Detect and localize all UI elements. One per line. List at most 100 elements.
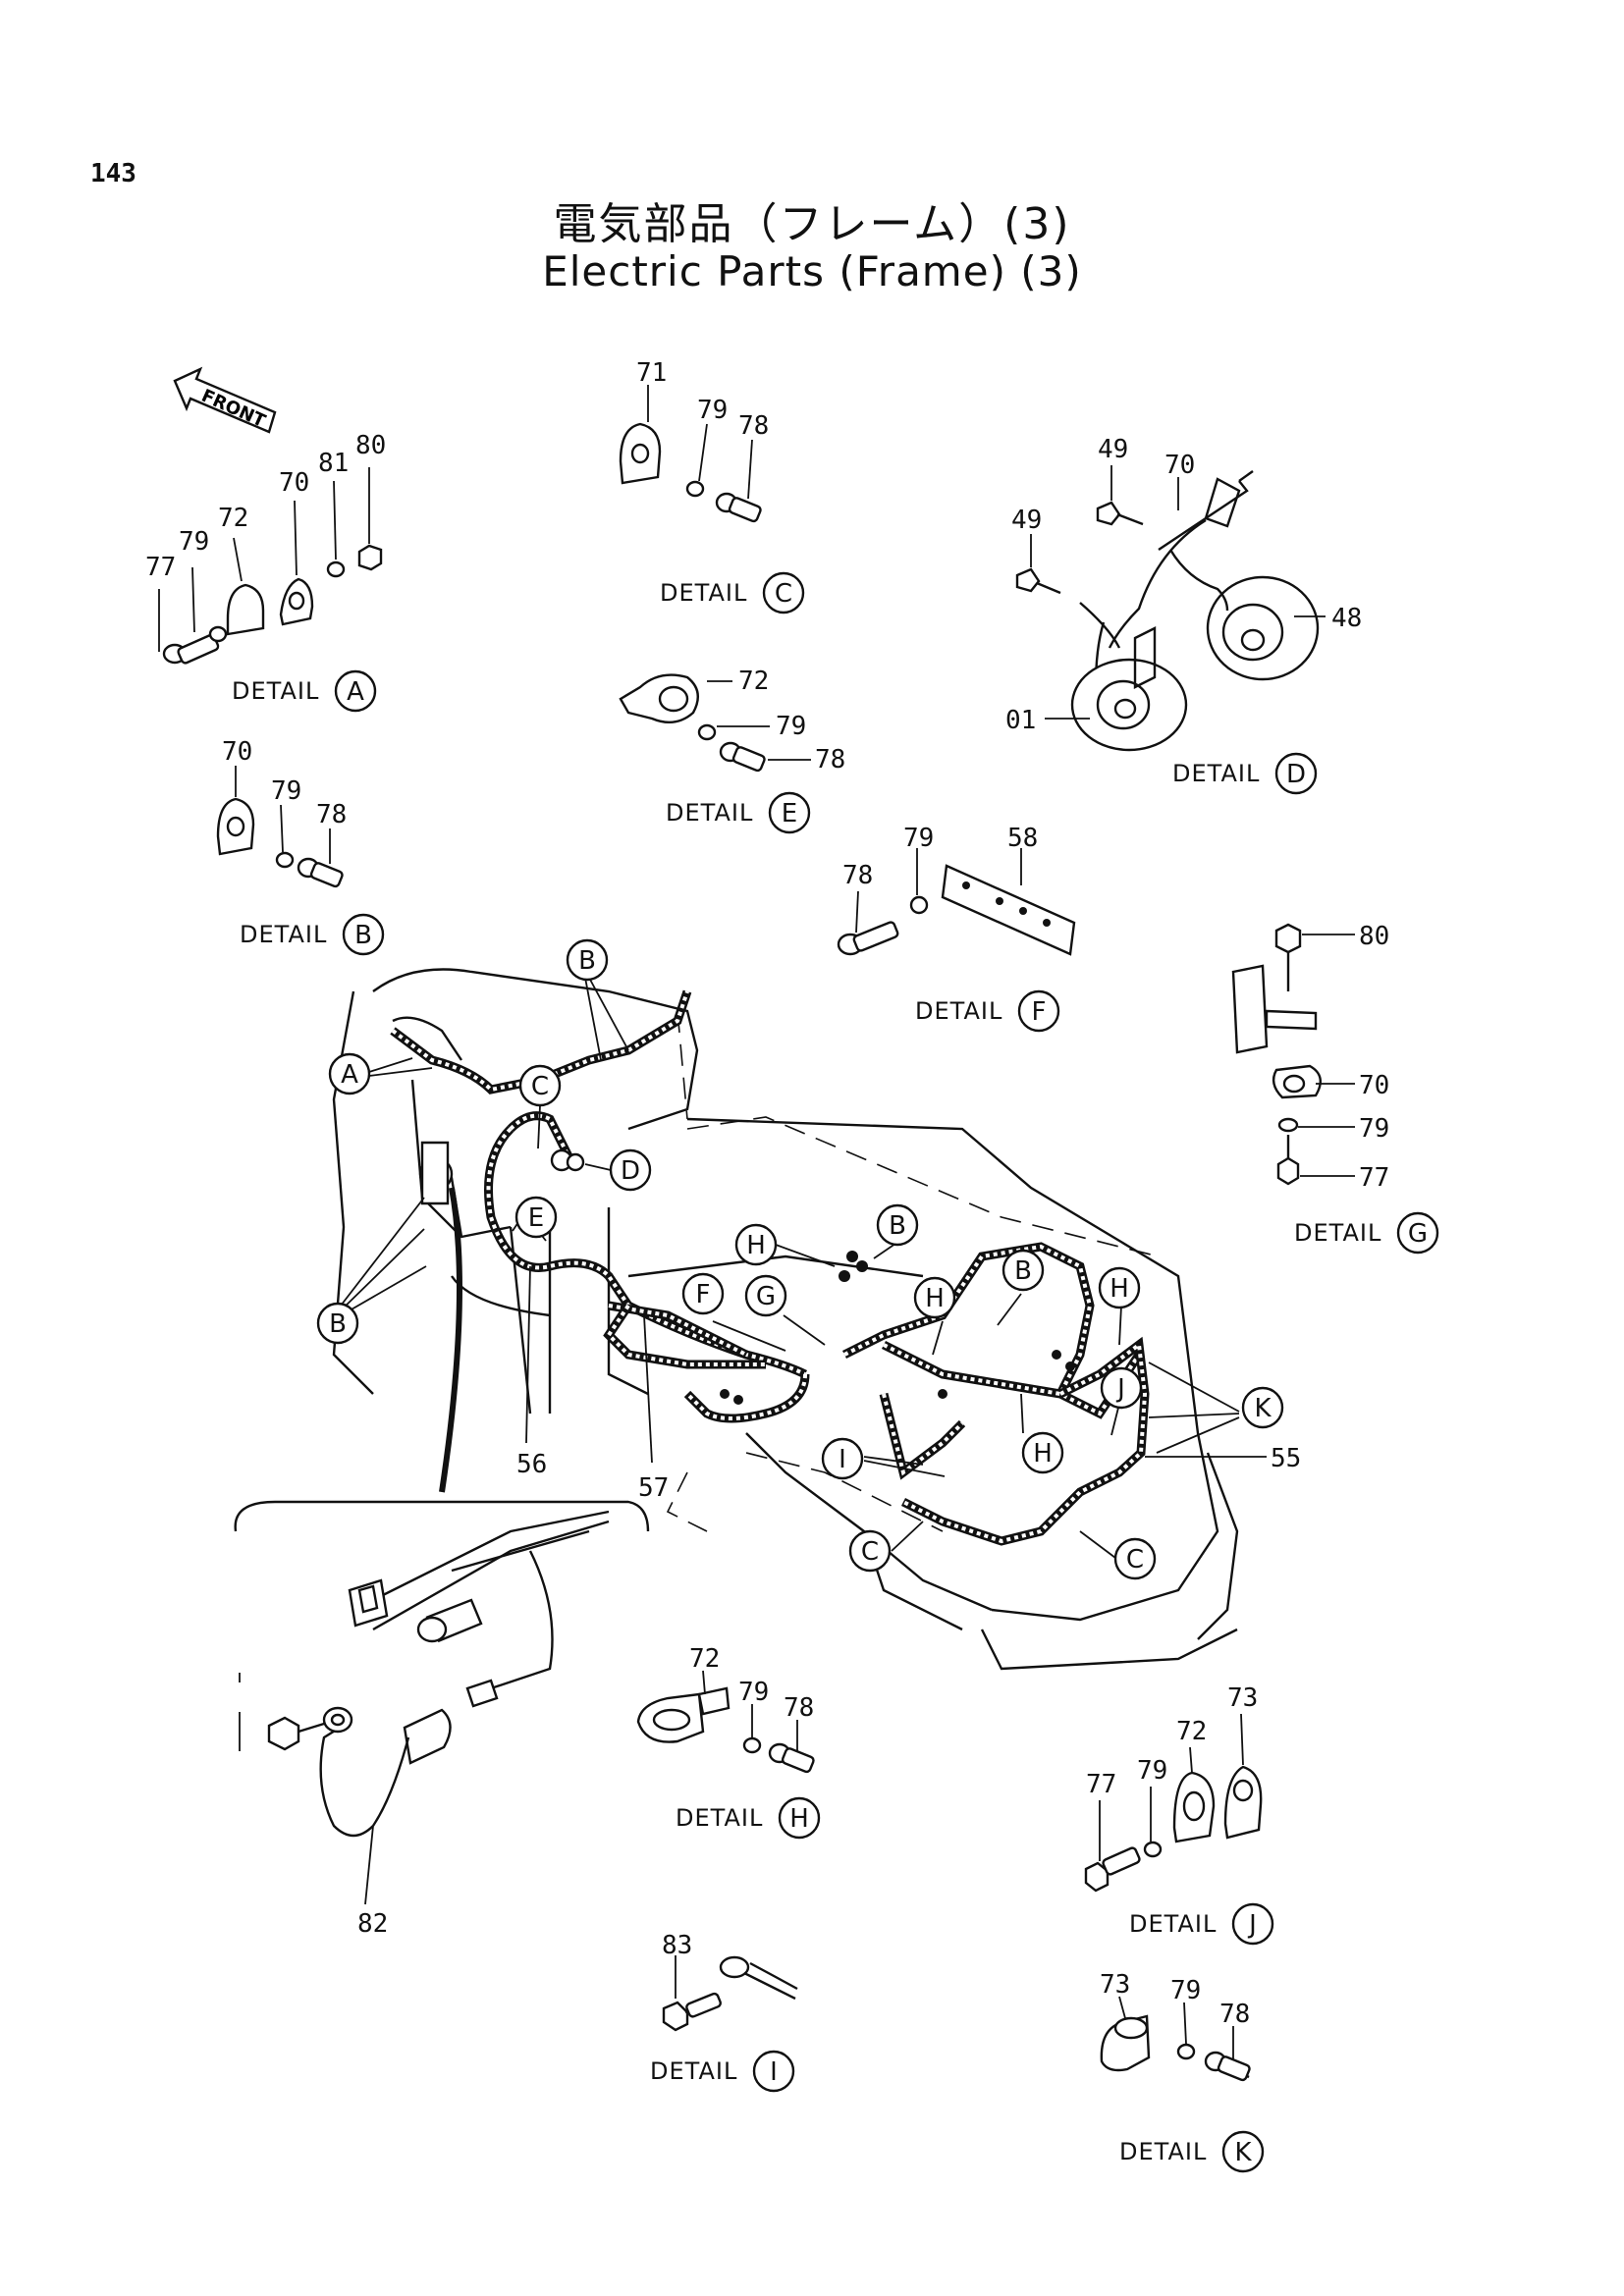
detail-label: DETAIL xyxy=(915,997,1002,1025)
part-number: 77 xyxy=(1086,1770,1116,1799)
detail-c-drawing xyxy=(619,385,762,523)
detail-label: DETAIL xyxy=(1119,2138,1207,2165)
detail-letter-c: C xyxy=(775,579,792,609)
part-number: 79 xyxy=(1359,1114,1389,1144)
detail-letter-a: A xyxy=(347,677,364,707)
detail-letter-d: D xyxy=(1286,760,1306,789)
detail-letter-j: J xyxy=(1247,1910,1257,1940)
detail-label: DETAIL xyxy=(240,921,327,948)
part-number: 79 xyxy=(1170,1976,1201,2005)
detail-letter-f: F xyxy=(1032,997,1047,1027)
part-number: 80 xyxy=(355,431,386,460)
part-number: 78 xyxy=(784,1693,814,1723)
detail-label: DETAIL xyxy=(666,799,753,827)
callout-f: F xyxy=(696,1280,711,1309)
page-title-english: Electric Parts (Frame) (3) xyxy=(542,247,1082,295)
part-number: 72 xyxy=(738,667,769,696)
front-label: FRONT xyxy=(198,386,269,432)
detail-label: DETAIL xyxy=(676,1804,763,1832)
part-number: 57 xyxy=(638,1473,669,1503)
part-number: 48 xyxy=(1331,604,1362,633)
callout-c: C xyxy=(861,1537,879,1567)
detail-a-drawing xyxy=(158,467,383,665)
detail-letter-k: K xyxy=(1234,2138,1252,2167)
callout-k: K xyxy=(1254,1394,1272,1423)
part-number: 79 xyxy=(776,712,806,741)
page-number: 143 xyxy=(90,159,136,188)
part-number: 78 xyxy=(842,861,873,890)
detail-label: DETAIL xyxy=(1294,1219,1381,1247)
callout-b: B xyxy=(889,1211,906,1241)
part-number: 78 xyxy=(316,800,347,829)
part-number: 73 xyxy=(1100,1970,1130,2000)
callout-d: D xyxy=(621,1156,640,1186)
part-number: 78 xyxy=(738,411,769,441)
part-number: 79 xyxy=(903,824,934,853)
part-number: 77 xyxy=(1359,1163,1389,1193)
detail-letter-g: G xyxy=(1408,1219,1428,1249)
detail-label: DETAIL xyxy=(650,2057,737,2085)
detail-i-drawing xyxy=(662,1955,798,2032)
part-number: 72 xyxy=(1176,1717,1207,1746)
part-number: 82 xyxy=(357,1909,388,1939)
part-number: 56 xyxy=(516,1450,547,1479)
detail-f-drawing xyxy=(837,848,1076,956)
part-number: 70 xyxy=(1359,1071,1389,1100)
part-number: 58 xyxy=(1007,824,1038,853)
part-number: 79 xyxy=(1137,1756,1167,1786)
callout-b: B xyxy=(329,1309,347,1339)
callout-h: H xyxy=(1033,1439,1053,1468)
detail-letter-h: H xyxy=(789,1804,809,1834)
callout-h: H xyxy=(925,1284,945,1313)
part-number: 79 xyxy=(179,527,209,557)
callout-b: B xyxy=(578,946,596,976)
detail-label: DETAIL xyxy=(1129,1910,1217,1938)
detail-letter-i: I xyxy=(770,2057,778,2087)
detail-b-drawing xyxy=(216,766,344,888)
part-number: 70 xyxy=(279,468,309,498)
callout-e: E xyxy=(528,1203,544,1233)
main-callout-leaders xyxy=(337,977,1267,1905)
callout-j: J xyxy=(1115,1374,1125,1404)
part-number: 70 xyxy=(1164,451,1195,480)
detail-e-drawing xyxy=(619,673,811,773)
part-number: 49 xyxy=(1011,506,1042,535)
part-number: 55 xyxy=(1271,1444,1301,1473)
part-number: 01 xyxy=(1005,706,1036,735)
detail-label: DETAIL xyxy=(232,677,319,705)
detail-letter-e: E xyxy=(782,799,797,828)
part-number: 71 xyxy=(636,358,667,388)
detail-letter-b: B xyxy=(354,921,372,950)
part-number: 73 xyxy=(1227,1683,1258,1713)
callout-h: H xyxy=(1110,1274,1129,1304)
part-number: 79 xyxy=(271,776,301,806)
part-number: 79 xyxy=(738,1678,769,1707)
callout-c: C xyxy=(1126,1545,1144,1575)
part-number: 72 xyxy=(218,504,248,533)
part-number: 77 xyxy=(145,553,176,582)
part-number: 70 xyxy=(222,737,252,767)
part-number: 80 xyxy=(1359,922,1389,951)
callout-h: H xyxy=(746,1231,766,1260)
part-number: 72 xyxy=(689,1644,720,1674)
detail-j-drawing xyxy=(1084,1713,1263,1893)
callout-i: I xyxy=(839,1445,846,1474)
detail-d-drawing xyxy=(1015,465,1326,752)
cable-82-drawing xyxy=(239,1510,610,1838)
detail-label: DETAIL xyxy=(660,579,747,607)
part-number: 78 xyxy=(1219,2000,1250,2029)
detail-k-drawing xyxy=(1100,1996,1251,2082)
callout-a: A xyxy=(341,1060,358,1090)
part-number: 83 xyxy=(662,1931,692,1960)
main-assembly-drawing xyxy=(234,968,1239,1671)
page-title-japanese: 電気部品（フレーム）(3) xyxy=(553,199,1071,249)
detail-h-drawing xyxy=(636,1670,815,1774)
callout-c: C xyxy=(531,1072,549,1101)
part-number: 78 xyxy=(815,745,845,774)
front-arrow-icon: FRONT xyxy=(173,366,277,434)
part-number: 49 xyxy=(1098,435,1128,464)
detail-g-drawing xyxy=(1231,923,1355,1186)
part-number: 81 xyxy=(318,449,349,478)
detail-label: DETAIL xyxy=(1172,760,1260,787)
